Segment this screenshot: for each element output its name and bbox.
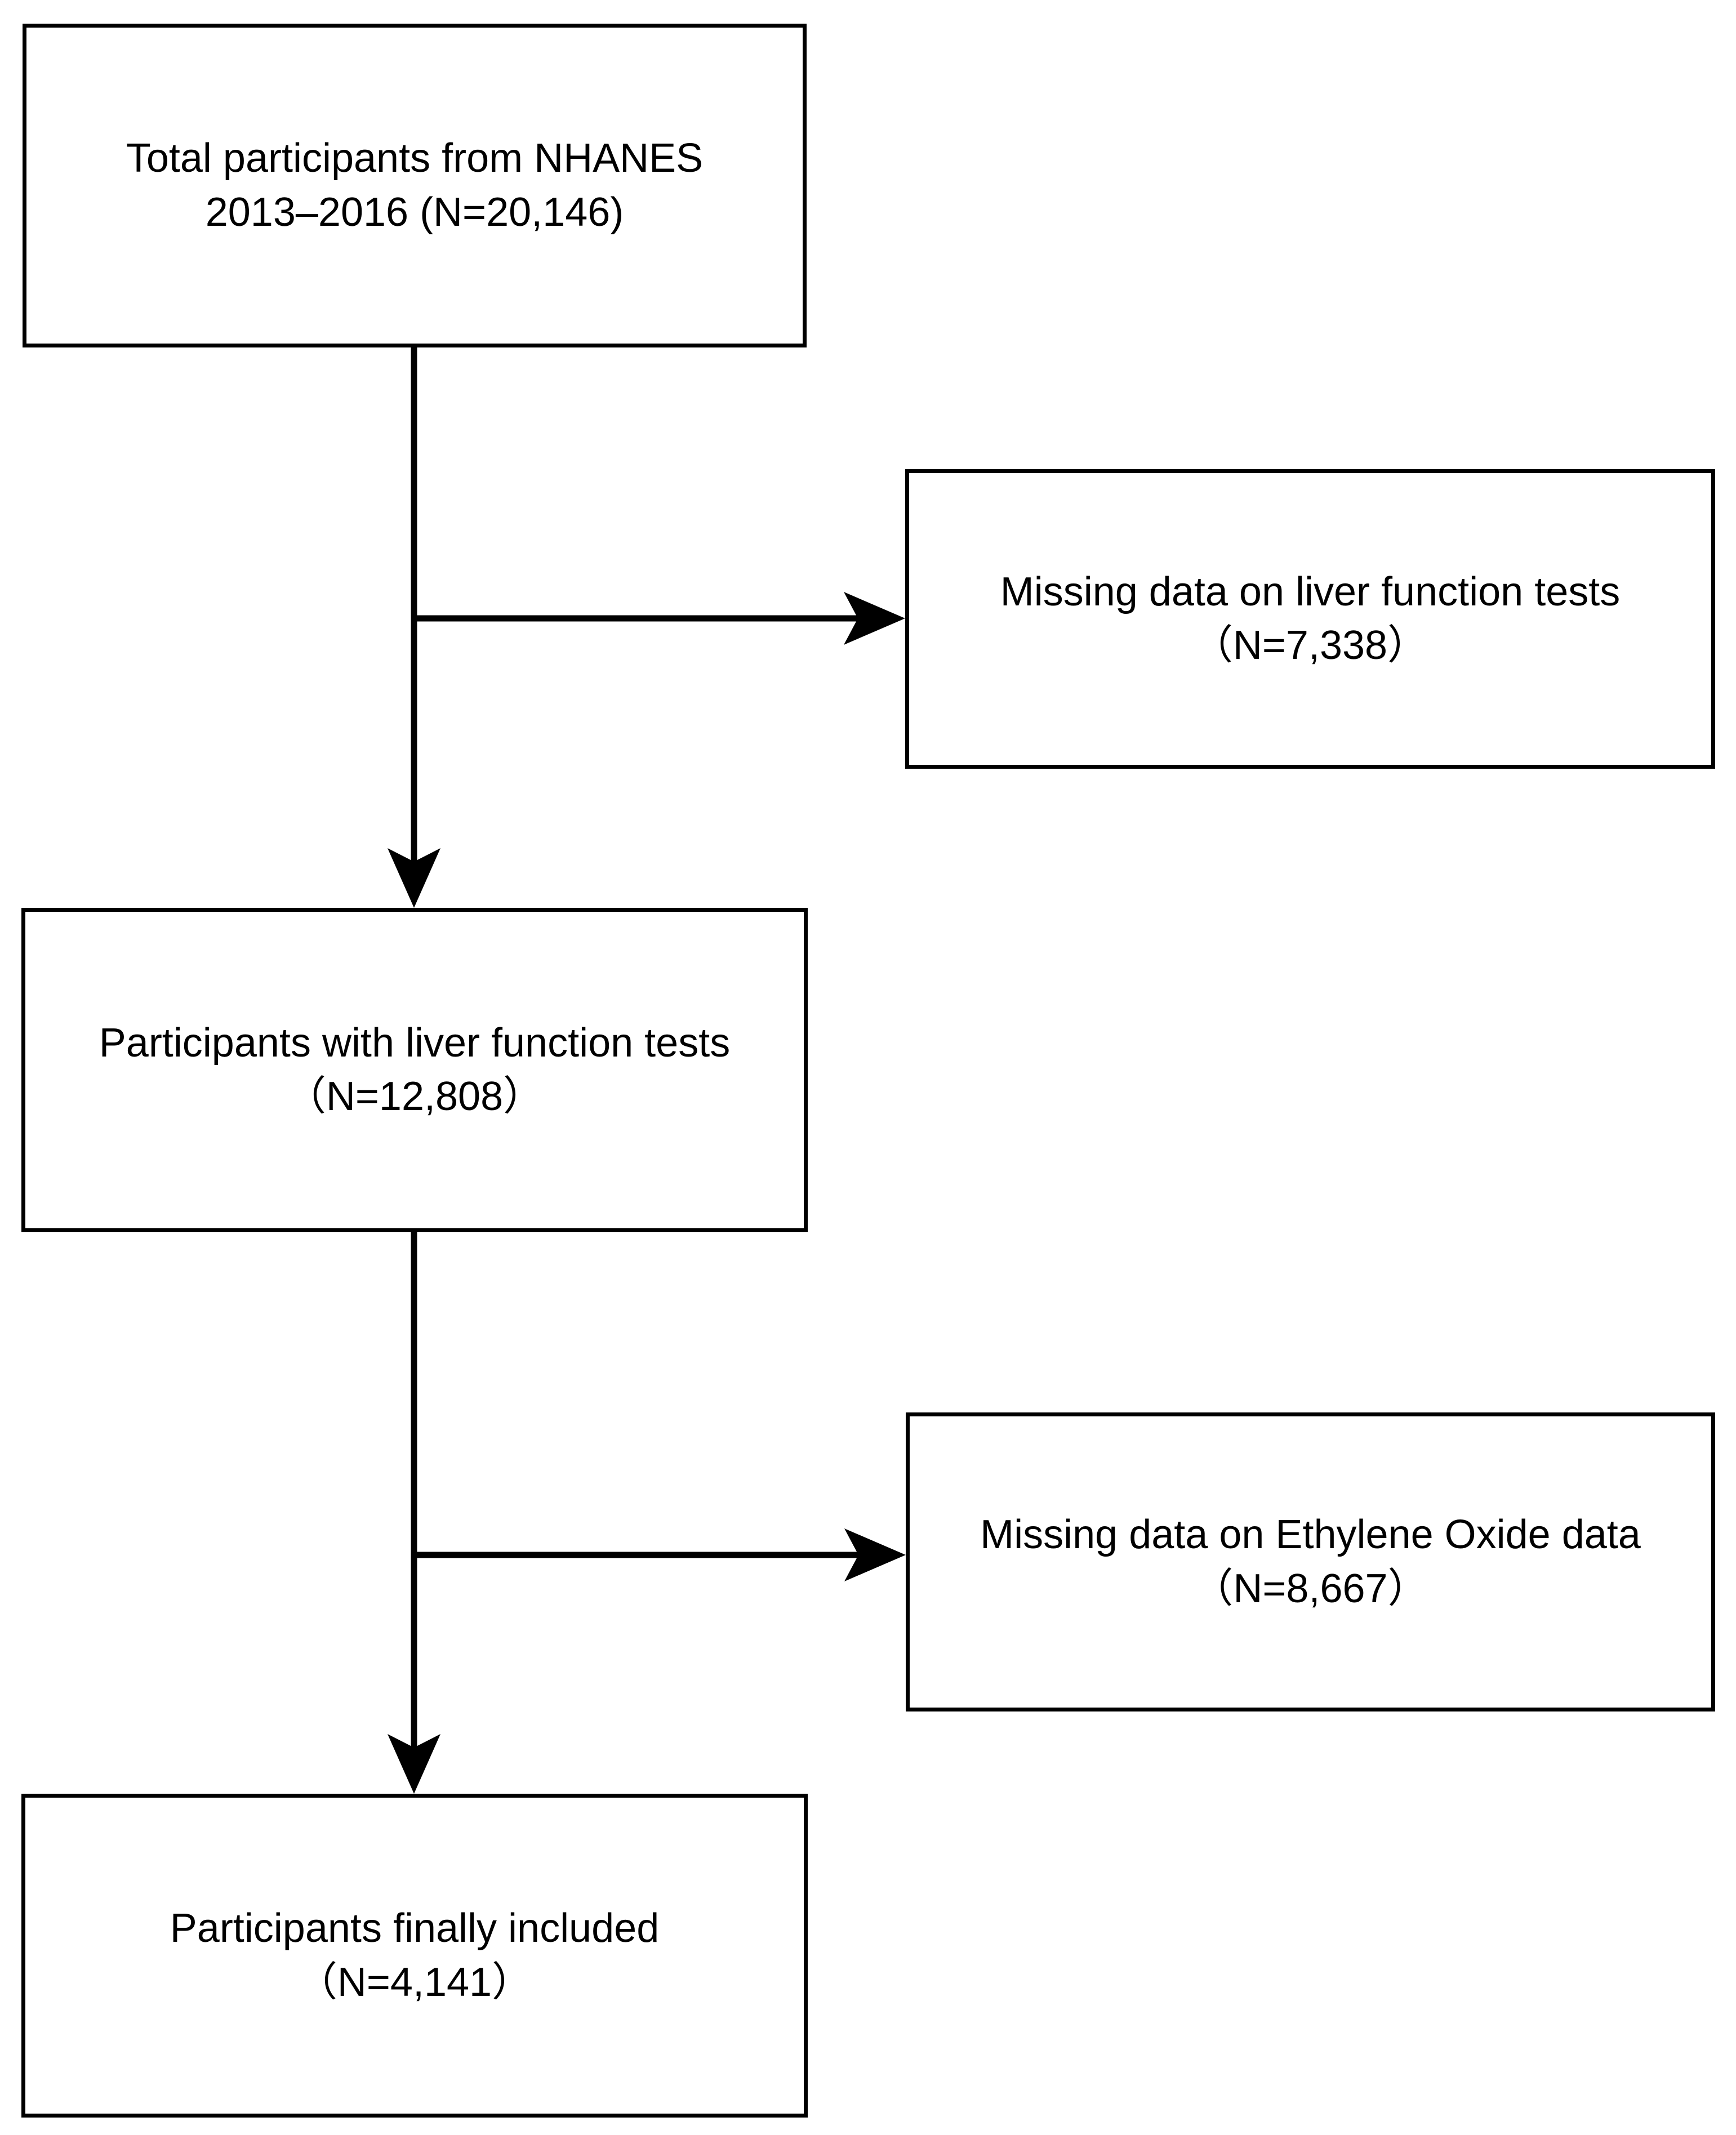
node-missing-ethylene-oxide-data: Missing data on Ethylene Oxide data （N=8…	[906, 1412, 1715, 1711]
node-missing-liver-function-tests: Missing data on liver function tests （N=…	[905, 469, 1715, 769]
edge-total-to-missing-lft	[414, 592, 905, 645]
node-total-participants: Total participants from NHANES 2013–2016…	[23, 24, 807, 347]
node-participants-with-liver-function-tests-label: Participants with liver function tests （…	[99, 1020, 731, 1119]
node-total-participants-label: Total participants from NHANES 2013–2016…	[126, 136, 704, 235]
node-participants-finally-included: Participants finally included （N=4,141）	[21, 1794, 808, 2118]
node-participants-finally-included-label: Participants finally included （N=4,141）	[170, 1906, 660, 2005]
node-missing-liver-function-tests-label: Missing data on liver function tests （N=…	[1000, 569, 1621, 668]
node-missing-ethylene-oxide-data-label: Missing data on Ethylene Oxide data （N=8…	[980, 1512, 1641, 1611]
edge-with-lft-to-included	[388, 1232, 440, 1794]
edge-total-to-with-lft	[388, 347, 440, 908]
node-participants-with-liver-function-tests: Participants with liver function tests （…	[21, 908, 808, 1232]
edge-with-lft-to-missing-eo	[414, 1528, 906, 1581]
